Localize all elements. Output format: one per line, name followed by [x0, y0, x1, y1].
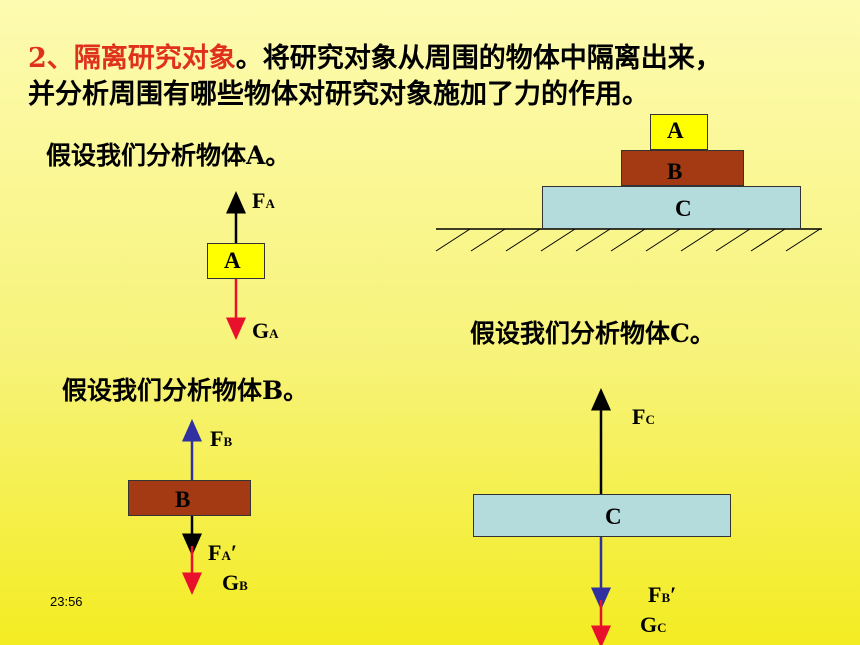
slide-time: 23:56	[50, 594, 83, 609]
panel-a-block-label: A	[224, 248, 241, 273]
slide-heading-line2: 并分析周围有哪些物体对研究对象施加了力的作用。	[28, 79, 649, 110]
label-gb: GB	[222, 570, 248, 595]
slide-heading-line1: 2、隔离研究对象。将研究对象从周围的物体中隔离出来，	[28, 36, 722, 75]
caption-analyze-c: 假设我们分析物体C。	[470, 319, 715, 348]
panel-c-block: C	[473, 494, 731, 537]
panel-b-block-label: B	[175, 487, 191, 512]
label-gc: GC	[640, 612, 667, 637]
caption-analyze-a: 假设我们分析物体A。	[46, 141, 291, 170]
label-fb: FB	[210, 426, 233, 451]
stack-block-b-label: B	[667, 159, 683, 184]
ground-hatch	[435, 228, 821, 252]
label-fb-prime: FB′	[648, 582, 677, 607]
stack-block-b: B	[621, 150, 744, 186]
heading-number: 2、	[28, 43, 74, 74]
label-fc: FC	[632, 404, 655, 429]
panel-a-block: A	[207, 243, 265, 279]
stack-block-c-label: C	[675, 196, 692, 221]
label-fa: FA	[252, 188, 275, 213]
label-ga: GA	[252, 318, 279, 343]
heading-rest: 。将研究对象从周围的物体中隔离出来，	[235, 43, 722, 74]
stack-block-a: A	[650, 114, 708, 150]
label-fa-prime: FA′	[208, 540, 238, 565]
heading-keyword: 隔离研究对象	[73, 43, 236, 74]
caption-analyze-b: 假设我们分析物体B。	[62, 376, 309, 405]
panel-b-block: B	[128, 480, 251, 516]
stack-block-c: C	[542, 186, 801, 229]
stack-block-a-label: A	[667, 118, 684, 143]
panel-c-block-label: C	[605, 504, 622, 529]
